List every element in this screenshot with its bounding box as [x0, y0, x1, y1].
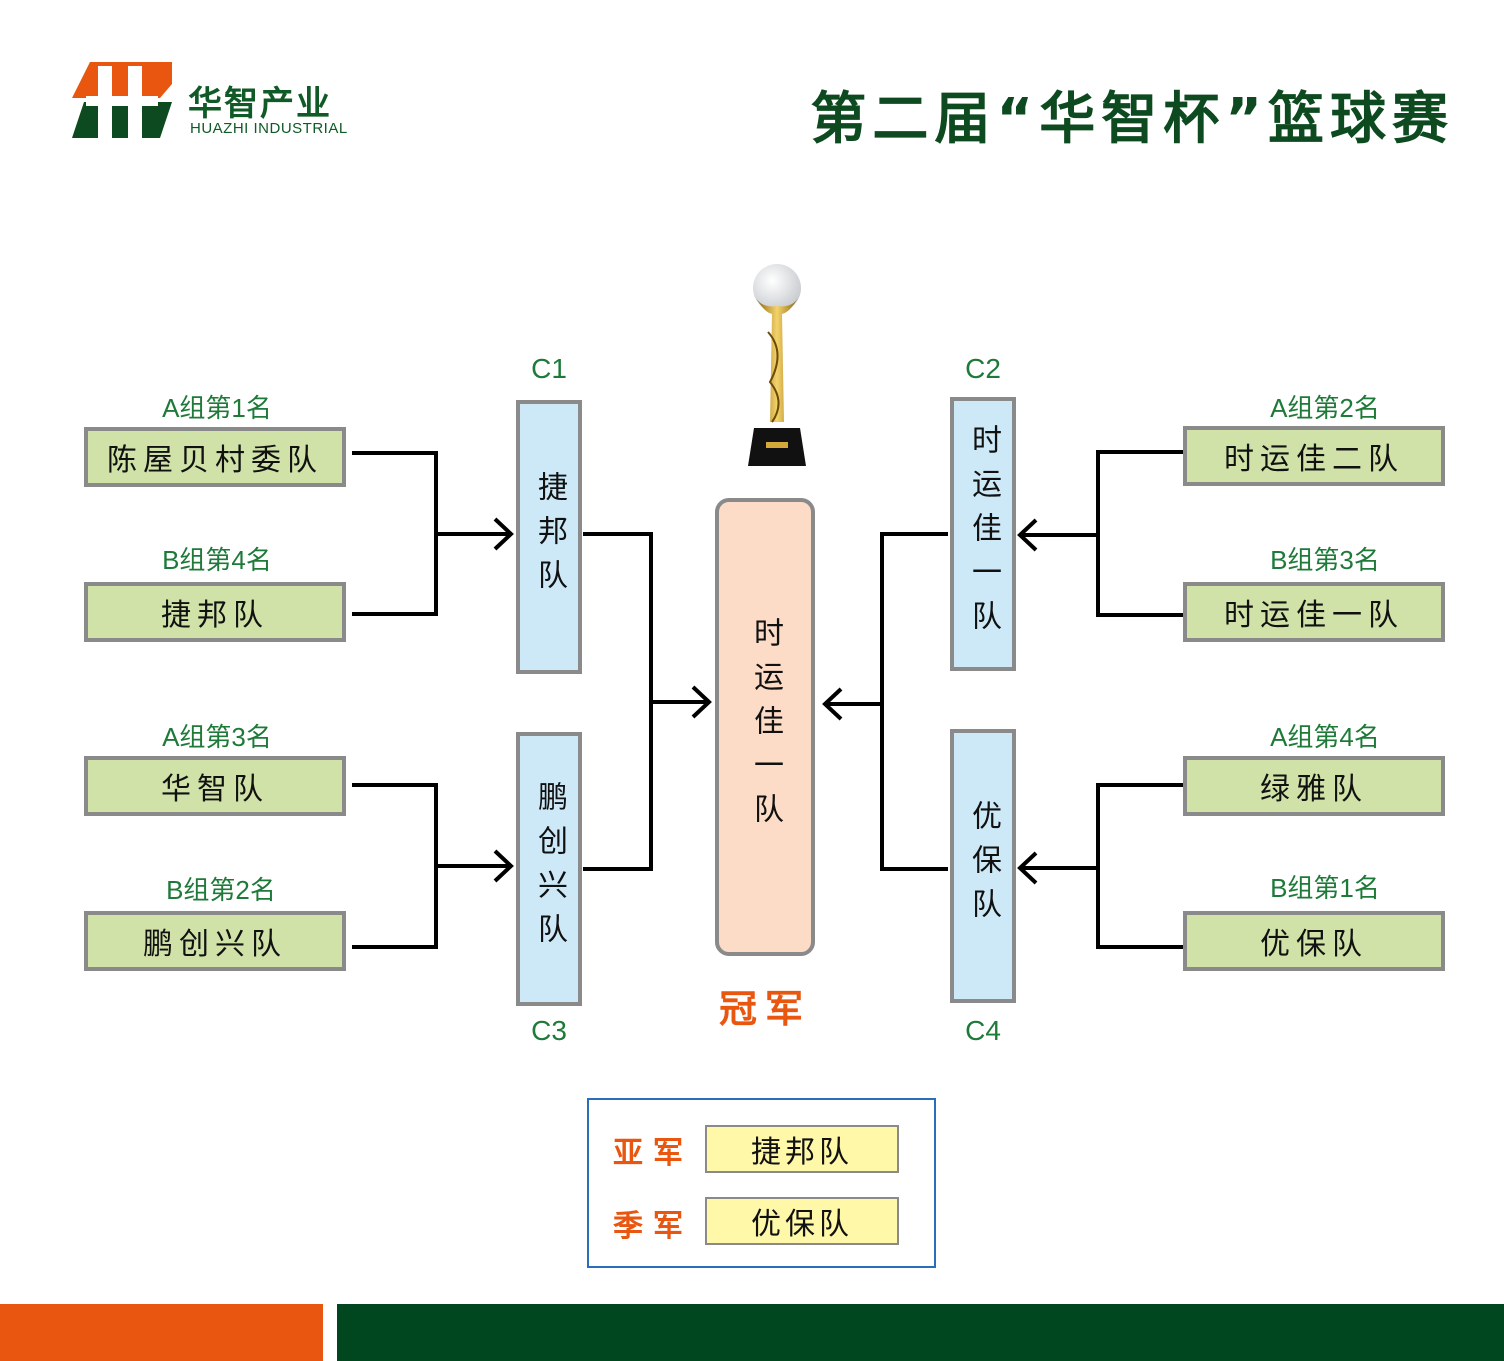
trophy-icon: [742, 262, 812, 470]
connector-line: [1096, 450, 1184, 454]
semi-slot-label: C2: [965, 353, 1001, 384]
connector-line: [352, 945, 438, 949]
connector-line: [880, 867, 948, 871]
logo-text-en: HUAZHI INDUSTRIAL: [190, 120, 348, 137]
arrow-left-icon: [822, 687, 843, 721]
arrow-right-icon: [691, 685, 712, 719]
semi-team-name: 优保队: [966, 800, 1001, 932]
connector-line: [880, 532, 884, 871]
connector-line: [583, 532, 653, 536]
connector-line: [1096, 613, 1184, 617]
team-name: 鹏创兴队: [143, 927, 287, 962]
arrow-left-icon: [1017, 851, 1038, 885]
team-box: 时运佳一队: [1183, 582, 1445, 642]
team-box: 捷邦队: [84, 582, 346, 642]
semi-box-c4: 优保队: [950, 729, 1016, 1003]
footer-bar-green: [337, 1304, 1504, 1361]
team-box: 绿雅队: [1183, 756, 1445, 816]
semi-slot-label: C3: [531, 1015, 567, 1046]
connector-line: [583, 867, 653, 871]
team-box: 鹏创兴队: [84, 911, 346, 971]
seed-label: A组第4名: [1270, 722, 1380, 752]
runner-up-team-name: 捷邦队: [751, 1135, 853, 1170]
connector-line: [352, 451, 438, 455]
runner-up-team: 捷邦队: [705, 1125, 899, 1173]
connector-line: [1096, 783, 1184, 787]
connector-line: [649, 700, 709, 704]
team-box: 华智队: [84, 756, 346, 816]
champion-team-name: 时运佳一队: [748, 617, 783, 837]
seed-label: B组第2名: [166, 875, 276, 905]
logo-mark-icon: [72, 62, 172, 138]
third-place-team: 优保队: [705, 1197, 899, 1245]
semi-slot-label: C1: [531, 353, 567, 384]
seed-label: A组第1名: [162, 393, 272, 423]
champion-label: 冠军: [718, 987, 811, 1031]
semi-team-name: 捷邦队: [532, 471, 567, 603]
arrow-left-icon: [1017, 518, 1038, 552]
footer-bar-orange: [0, 1304, 323, 1361]
team-name: 时运佳一队: [1224, 598, 1404, 633]
seed-label: B组第4名: [162, 545, 272, 575]
semi-box-c2: 时运佳一队: [950, 397, 1016, 671]
semi-team-name: 时运佳一队: [966, 424, 1001, 644]
connector-line: [352, 612, 438, 616]
team-name: 绿雅队: [1260, 772, 1368, 807]
connector-line: [826, 702, 884, 706]
seed-label: B组第3名: [1270, 545, 1380, 575]
connector-line: [1020, 866, 1100, 870]
connector-line: [434, 532, 512, 536]
semi-box-c1: 捷邦队: [516, 400, 582, 674]
third-place-team-name: 优保队: [751, 1207, 853, 1242]
connector-line: [880, 532, 948, 536]
team-box: 陈屋贝村委队: [84, 427, 346, 487]
team-name: 华智队: [161, 772, 269, 807]
seed-label: A组第2名: [1270, 393, 1380, 423]
connector-line: [352, 783, 438, 787]
team-name: 陈屋贝村委队: [107, 443, 323, 478]
connector-line: [1020, 533, 1100, 537]
team-box: 时运佳二队: [1183, 426, 1445, 486]
team-box: 优保队: [1183, 911, 1445, 971]
seed-label: B组第1名: [1270, 873, 1380, 903]
team-name: 捷邦队: [161, 598, 269, 633]
semi-team-name: 鹏创兴队: [532, 781, 567, 957]
arrow-right-icon: [493, 849, 514, 883]
semi-slot-label: C4: [965, 1015, 1001, 1046]
team-name: 时运佳二队: [1224, 442, 1404, 477]
seed-label: A组第3名: [162, 722, 272, 752]
connector-line: [1096, 945, 1184, 949]
podium-panel: 亚军 捷邦队 季军 优保队: [587, 1098, 936, 1268]
third-place-label: 季军: [613, 1209, 693, 1244]
arrow-right-icon: [493, 517, 514, 551]
final-box: 时运佳一队: [715, 498, 815, 956]
logo-text-cn: 华智产业: [188, 84, 332, 124]
page-title: 第二届“华智杯”篮球赛: [810, 87, 1454, 152]
semi-box-c3: 鹏创兴队: [516, 732, 582, 1006]
team-name: 优保队: [1260, 927, 1368, 962]
runner-up-label: 亚军: [613, 1136, 693, 1171]
connector-line: [434, 864, 512, 868]
